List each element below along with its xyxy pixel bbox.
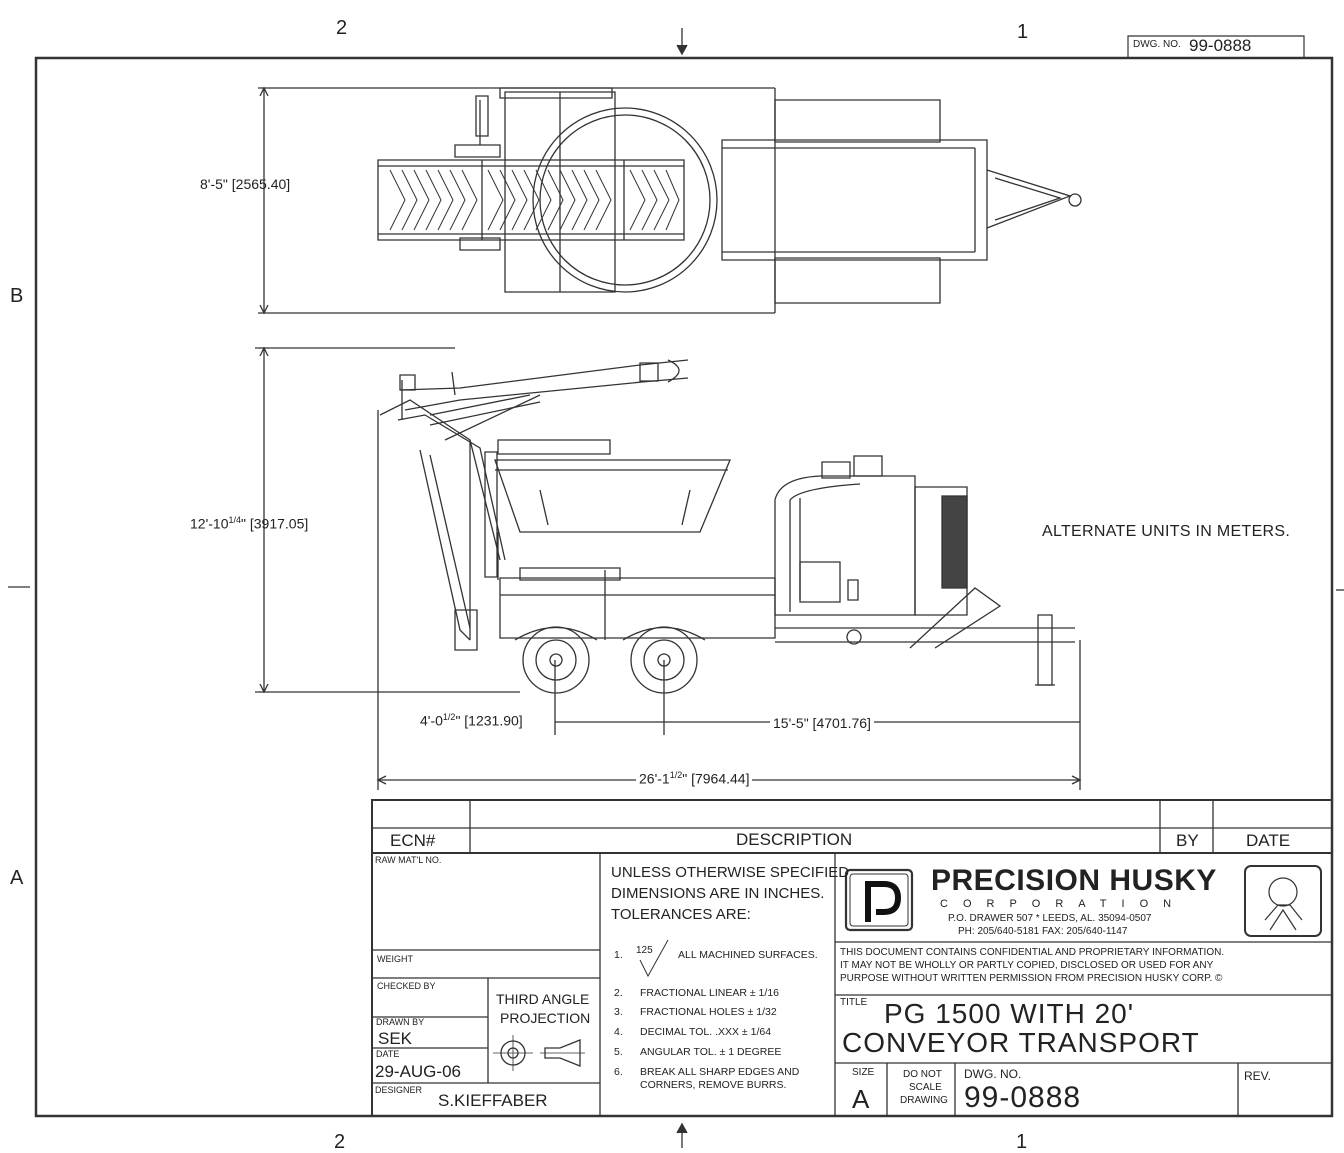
tolerance-text-4: DECIMAL TOL. .XXX ± 1/64 <box>640 1026 772 1038</box>
tolerance-text-6b: CORNERS, REMOVE BURRS. <box>640 1079 787 1091</box>
tolerance-header-1: UNLESS OTHERWISE SPECIFIED <box>611 864 850 881</box>
zone-label-1-top: 1 <box>1017 21 1029 43</box>
confidential-line-1: THIS DOCUMENT CONTAINS CONFIDENTIAL AND … <box>840 947 1225 958</box>
tolerance-num-6: 6. <box>614 1066 623 1078</box>
zone-label-1-bottom: 1 <box>1016 1131 1028 1153</box>
dimension-width: 8'-5" [2565.40] <box>200 176 291 192</box>
ecn-header: ECN# <box>390 831 436 850</box>
drawing-title-line1: PG 1500 WITH 20' <box>884 998 1135 1029</box>
dwg-no-top-box <box>1128 36 1304 58</box>
date-label: DATE <box>376 1049 400 1059</box>
do-not-scale-3: DRAWING <box>900 1095 948 1106</box>
title-block-lines <box>372 800 1332 1116</box>
checked-by-label: CHECKED BY <box>377 981 436 991</box>
alternate-units-note: ALTERNATE UNITS IN METERS. <box>1042 523 1291 540</box>
husky-mascot <box>1245 866 1321 936</box>
date-value: 29-AUG-06 <box>375 1062 461 1081</box>
tolerance-text-2: FRACTIONAL LINEAR ± 1/16 <box>640 987 779 999</box>
tolerance-text-1: ALL MACHINED SURFACES. <box>678 949 818 961</box>
confidential-line-2: IT MAY NOT BE WHOLLY OR PARTLY COPIED, D… <box>840 960 1214 971</box>
title-label: TITLE <box>840 997 868 1008</box>
drawn-by-value: SEK <box>378 1029 413 1048</box>
conveyor-chevrons <box>390 170 679 230</box>
dimension-overall-length: 26'-11/2" [7964.44] <box>636 771 753 786</box>
tolerance-symbol-125: 125 <box>636 945 653 956</box>
dwg-no-top-value: 99-0888 <box>1189 36 1252 55</box>
zone-label-a: A <box>10 867 24 889</box>
size-label: SIZE <box>852 1067 875 1078</box>
dimension-axle: 4'-01/2" [1231.90] <box>418 712 525 729</box>
do-not-scale-2: SCALE <box>909 1082 942 1093</box>
designer-label: DESIGNER <box>375 1085 423 1095</box>
dwg-no-value: 99-0888 <box>964 1081 1082 1114</box>
company-corporation: CORPORATION <box>940 898 1187 910</box>
tolerance-num-1: 1. <box>614 949 623 961</box>
tolerance-num-3: 3. <box>614 1006 623 1018</box>
zone-label-2-top: 2 <box>336 17 348 39</box>
rev-label: REV. <box>1244 1069 1271 1083</box>
tolerance-num-2: 2. <box>614 987 623 999</box>
tolerance-text-5: ANGULAR TOL. ± 1 DEGREE <box>640 1046 782 1058</box>
description-header: DESCRIPTION <box>736 830 853 849</box>
company-name: PRECISION HUSKY <box>931 864 1217 897</box>
weight-label: WEIGHT <box>377 954 413 964</box>
drawing-title-line2: CONVEYOR TRANSPORT <box>842 1027 1200 1058</box>
dwg-no-label: DWG. NO. <box>964 1067 1022 1081</box>
dwg-no-top-label: DWG. NO. <box>1133 39 1181 50</box>
zone-label-2-bottom: 2 <box>334 1131 346 1153</box>
do-not-scale-1: DO NOT <box>903 1069 942 1080</box>
projection-line1: THIRD ANGLE <box>496 991 590 1007</box>
company-phone: PH: 205/640-5181 FAX: 205/640-1147 <box>958 926 1128 937</box>
projection-line2: PROJECTION <box>500 1010 591 1026</box>
by-header: BY <box>1176 831 1199 850</box>
tolerance-text-3: FRACTIONAL HOLES ± 1/32 <box>640 1006 777 1018</box>
date-header: DATE <box>1246 831 1291 850</box>
company-logo-p <box>846 870 912 930</box>
dimension-hitch: 15'-5" [4701.76] <box>770 716 874 730</box>
tolerance-header-3: TOLERANCES ARE: <box>611 906 751 923</box>
tolerance-num-4: 4. <box>614 1026 623 1038</box>
size-value: A <box>852 1084 870 1114</box>
confidential-line-3: PURPOSE WITHOUT WRITTEN PERMISSION FROM … <box>840 973 1223 984</box>
tolerance-text-6: BREAK ALL SHARP EDGES AND <box>640 1066 800 1078</box>
designer-value: S.KIEFFABER <box>438 1091 548 1110</box>
top-view <box>258 88 1081 313</box>
side-view <box>255 348 1080 790</box>
company-address: P.O. DRAWER 507 * LEEDS, AL. 35094-0507 <box>948 913 1152 924</box>
dimension-height: 12'-101/4" [3917.05] <box>190 515 309 532</box>
raw-matl-no-label: RAW MAT'L NO. <box>375 855 442 865</box>
zone-label-b: B <box>10 285 24 307</box>
tolerance-header-2: DIMENSIONS ARE IN INCHES. <box>611 885 825 902</box>
tolerance-num-5: 5. <box>614 1046 623 1058</box>
drawn-by-label: DRAWN BY <box>376 1017 425 1027</box>
